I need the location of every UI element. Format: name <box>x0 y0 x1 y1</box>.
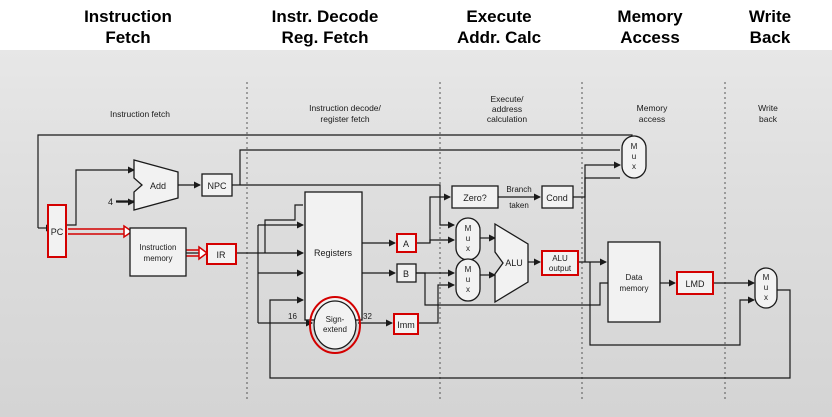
imem-label-2: memory <box>144 254 173 263</box>
stage-label-if: Instruction fetch <box>110 109 170 119</box>
header-execute: Execute Addr. Calc <box>456 7 542 47</box>
stage-label-wb-2: back <box>759 114 778 124</box>
constant-four-label: 4 <box>108 197 113 207</box>
mux2-u: u <box>466 275 470 284</box>
b-register: B <box>396 263 417 283</box>
sign-extend-label-2: extend <box>323 325 347 334</box>
imm-register: Imm <box>393 313 419 335</box>
stage-label-id-1: Instruction decode/ <box>309 103 381 113</box>
alu-input-mux-bottom: M u x <box>455 258 481 302</box>
ir-label: IR <box>217 250 227 260</box>
dmem-label-1: Data <box>626 273 643 282</box>
cond-register: Cond <box>541 185 574 209</box>
data-memory: Data memory <box>607 241 661 323</box>
a-label: A <box>403 239 409 249</box>
writeback-mux: M u x <box>754 267 778 309</box>
add-label: Add <box>150 181 166 191</box>
ir-register: IR <box>206 243 237 265</box>
stage-label-mem-2: access <box>639 114 665 124</box>
stage-label-wb-1: Write <box>758 103 778 113</box>
mux3-u: u <box>632 152 636 161</box>
stage-label-ex-2: address <box>492 104 522 114</box>
mux4-x: x <box>764 293 768 302</box>
b-label: B <box>403 269 409 279</box>
mux3-x: x <box>632 162 636 171</box>
pc-select-mux: M u x <box>621 135 647 179</box>
imem-label-1: Instruction <box>140 243 177 252</box>
pc-label: PC <box>51 227 64 237</box>
mux1-m: M <box>465 224 472 233</box>
instruction-memory: Instruction memory <box>129 227 187 277</box>
stage-label-ex-3: calculation <box>487 114 527 124</box>
mux2-m: M <box>465 265 472 274</box>
header-writeback: Write Back <box>748 7 792 47</box>
mux1-u: u <box>466 234 470 243</box>
stage-label-ex-1: Execute/ <box>490 94 524 104</box>
add-unit: Add 4 <box>108 159 179 211</box>
header-memory: Memory Access <box>617 7 683 47</box>
npc-register: NPC <box>201 173 233 197</box>
mux1-x: x <box>466 244 470 253</box>
stage-label-mem-1: Memory <box>637 103 668 113</box>
cond-label: Cond <box>546 193 568 203</box>
register-file: Registers <box>304 191 363 321</box>
sign-extend-unit: Sign- extend 16 32 <box>288 296 372 354</box>
mux3-m: M <box>631 142 638 151</box>
stage-label-id-2: register fetch <box>320 114 369 124</box>
a-register: A <box>396 233 417 253</box>
alu-output-register: ALU output <box>541 250 579 276</box>
pc-register: PC <box>47 204 67 258</box>
zero-label: Zero? <box>463 193 487 203</box>
alu-input-mux-top: M u x <box>455 217 481 261</box>
width-32-label: 32 <box>363 312 372 321</box>
imm-label: Imm <box>397 320 415 330</box>
lmd-label: LMD <box>685 279 705 289</box>
red-pc-to-imem-arrow <box>68 224 209 261</box>
alu-output-label-2: output <box>549 264 572 273</box>
mux2-x: x <box>466 285 470 294</box>
mux4-u: u <box>764 283 768 292</box>
zero-test-unit: Zero? Branch taken <box>451 185 532 210</box>
width-16-label: 16 <box>288 312 297 321</box>
mux4-m: M <box>763 273 770 282</box>
lmd-register: LMD <box>676 271 714 295</box>
alu-label: ALU <box>505 258 523 268</box>
branch-taken-label-1: Branch <box>506 185 531 194</box>
alu-unit: ALU <box>494 222 529 304</box>
branch-taken-label-2: taken <box>509 201 529 210</box>
stage-separators <box>246 82 726 400</box>
dmem-label-2: memory <box>620 284 649 293</box>
sign-extend-label-1: Sign- <box>326 315 345 324</box>
registers-label: Registers <box>314 248 353 258</box>
header-decode: Instr. Decode Reg. Fetch <box>271 7 379 47</box>
header-instruction-fetch: Instruction Fetch <box>84 7 172 47</box>
alu-output-label-1: ALU <box>552 254 568 263</box>
npc-label: NPC <box>207 181 227 191</box>
